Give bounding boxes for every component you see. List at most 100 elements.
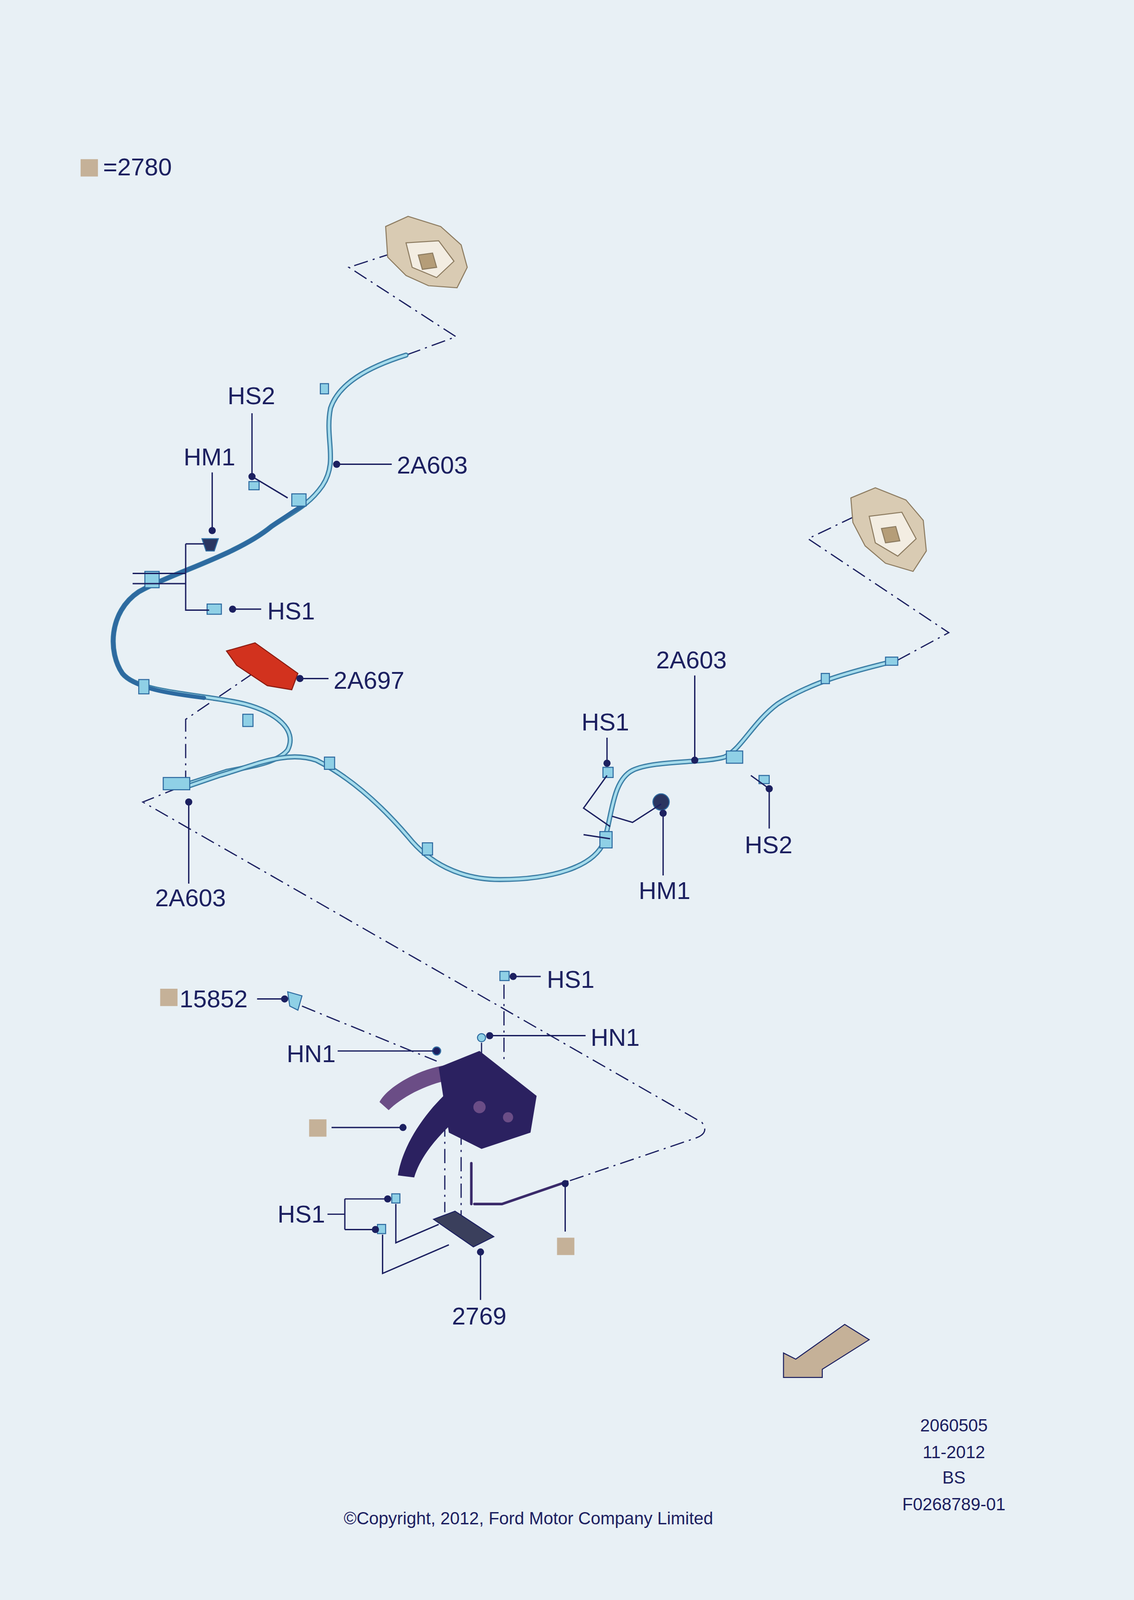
callout-number: 2A603 <box>154 885 226 910</box>
callout-number: 2A603 <box>396 452 468 478</box>
leader-dot <box>248 472 256 481</box>
callout-number: HS1 <box>267 598 315 623</box>
cable-fitting <box>599 831 613 848</box>
direction-arrow <box>783 1324 869 1378</box>
callout-number: HM1 <box>638 878 691 903</box>
leader-dot <box>185 798 193 806</box>
brake-cable <box>113 355 894 1204</box>
leader-dot <box>509 972 517 980</box>
leader-line <box>612 803 664 876</box>
leader-line <box>256 998 285 1000</box>
handbrake-lever <box>379 1050 537 1247</box>
leader-line <box>337 1050 437 1052</box>
cable-guide <box>226 642 299 691</box>
handbrake-lever <box>502 1111 514 1123</box>
drawing-reference: 11-2012 <box>922 1442 986 1461</box>
caliper <box>385 216 468 288</box>
cable-fitting <box>422 842 433 855</box>
part-marker <box>556 1237 575 1255</box>
cable-fitting <box>320 383 329 395</box>
leader-line <box>327 1198 388 1230</box>
callout-number: 2A603 <box>656 647 727 672</box>
leader-line <box>564 1183 566 1232</box>
leader-dot <box>280 995 289 1003</box>
callout-number: HM1 <box>183 444 236 469</box>
fastener <box>391 1193 401 1203</box>
leader-line <box>331 1126 404 1129</box>
brake-cable <box>183 661 894 880</box>
part-marker <box>160 988 178 1006</box>
caliper <box>881 526 901 543</box>
leader-line <box>489 1034 586 1037</box>
cable-fitting <box>163 777 190 790</box>
callout-number: HS1 <box>581 709 630 735</box>
cable-fitting <box>138 679 150 695</box>
part-marker <box>160 988 575 1255</box>
handbrake-lever <box>473 1100 486 1114</box>
caliper <box>405 240 454 278</box>
legend-swatch <box>80 158 98 176</box>
drawing-reference: 2060505 <box>920 1416 988 1434</box>
caliper <box>385 216 927 572</box>
dash-dot-line <box>142 787 705 1182</box>
part-marker <box>308 1119 327 1137</box>
fastener <box>287 991 303 1011</box>
leader-dot <box>691 756 699 764</box>
fastener <box>499 971 509 981</box>
brake-cable <box>113 355 406 784</box>
cable-fitting <box>138 383 898 855</box>
dash-dot-line <box>142 244 949 1230</box>
cable-fitting <box>726 750 743 763</box>
brake-cable <box>470 1162 473 1204</box>
leader-dot <box>561 1179 570 1188</box>
cable-fitting <box>324 757 335 770</box>
leader-dot <box>486 1032 494 1040</box>
leader-line <box>132 413 770 1300</box>
leader-line <box>583 737 611 839</box>
leader-dot <box>208 526 216 535</box>
leader-dot <box>433 1047 441 1055</box>
callout-number: HS2 <box>227 383 276 408</box>
drawing-reference: F0268789-01 <box>902 1495 1006 1513</box>
leader-dot <box>296 675 304 683</box>
brake-cable <box>113 355 406 784</box>
leader-line <box>211 472 213 531</box>
leader-dot <box>229 605 237 613</box>
leader-dot <box>371 1225 380 1234</box>
callout-number: HN1 <box>590 1024 640 1050</box>
brake-cable <box>474 1181 568 1205</box>
callout-number: HN1 <box>286 1041 336 1066</box>
leader-line <box>299 677 329 680</box>
callout-number: HS1 <box>546 966 595 992</box>
leader-line <box>479 1251 482 1300</box>
fastener <box>432 1046 441 1055</box>
handbrake-lever <box>438 1050 537 1149</box>
leader-line <box>694 675 696 761</box>
dash-dot-line <box>443 1122 446 1212</box>
leader-dot <box>399 1123 407 1131</box>
leader-dot <box>765 785 773 793</box>
brake-cable <box>183 661 894 880</box>
drawing-reference: ©Copyright, 2012, Ford Motor Company Lim… <box>343 1509 714 1527</box>
legend-text: =2780 <box>102 154 172 180</box>
callout-number: 15852 <box>179 986 248 1011</box>
leader-line <box>336 463 392 465</box>
caliper <box>418 252 437 270</box>
leader-dot <box>332 460 341 469</box>
callout-number: HS1 <box>277 1201 325 1226</box>
leader-dot <box>477 1248 485 1256</box>
callout-number: HS2 <box>744 832 793 857</box>
fastener <box>202 538 219 551</box>
dash-dot-line <box>185 673 254 781</box>
legend-entry: =2780 <box>80 154 172 180</box>
fastener <box>202 481 770 1234</box>
fastener <box>603 767 614 778</box>
cable-fitting <box>885 656 898 666</box>
cable-fitting <box>291 493 307 507</box>
handbrake-lever <box>433 1211 494 1247</box>
leader-dot <box>384 1195 392 1203</box>
leader-line <box>251 413 288 498</box>
leader-line <box>750 775 770 829</box>
